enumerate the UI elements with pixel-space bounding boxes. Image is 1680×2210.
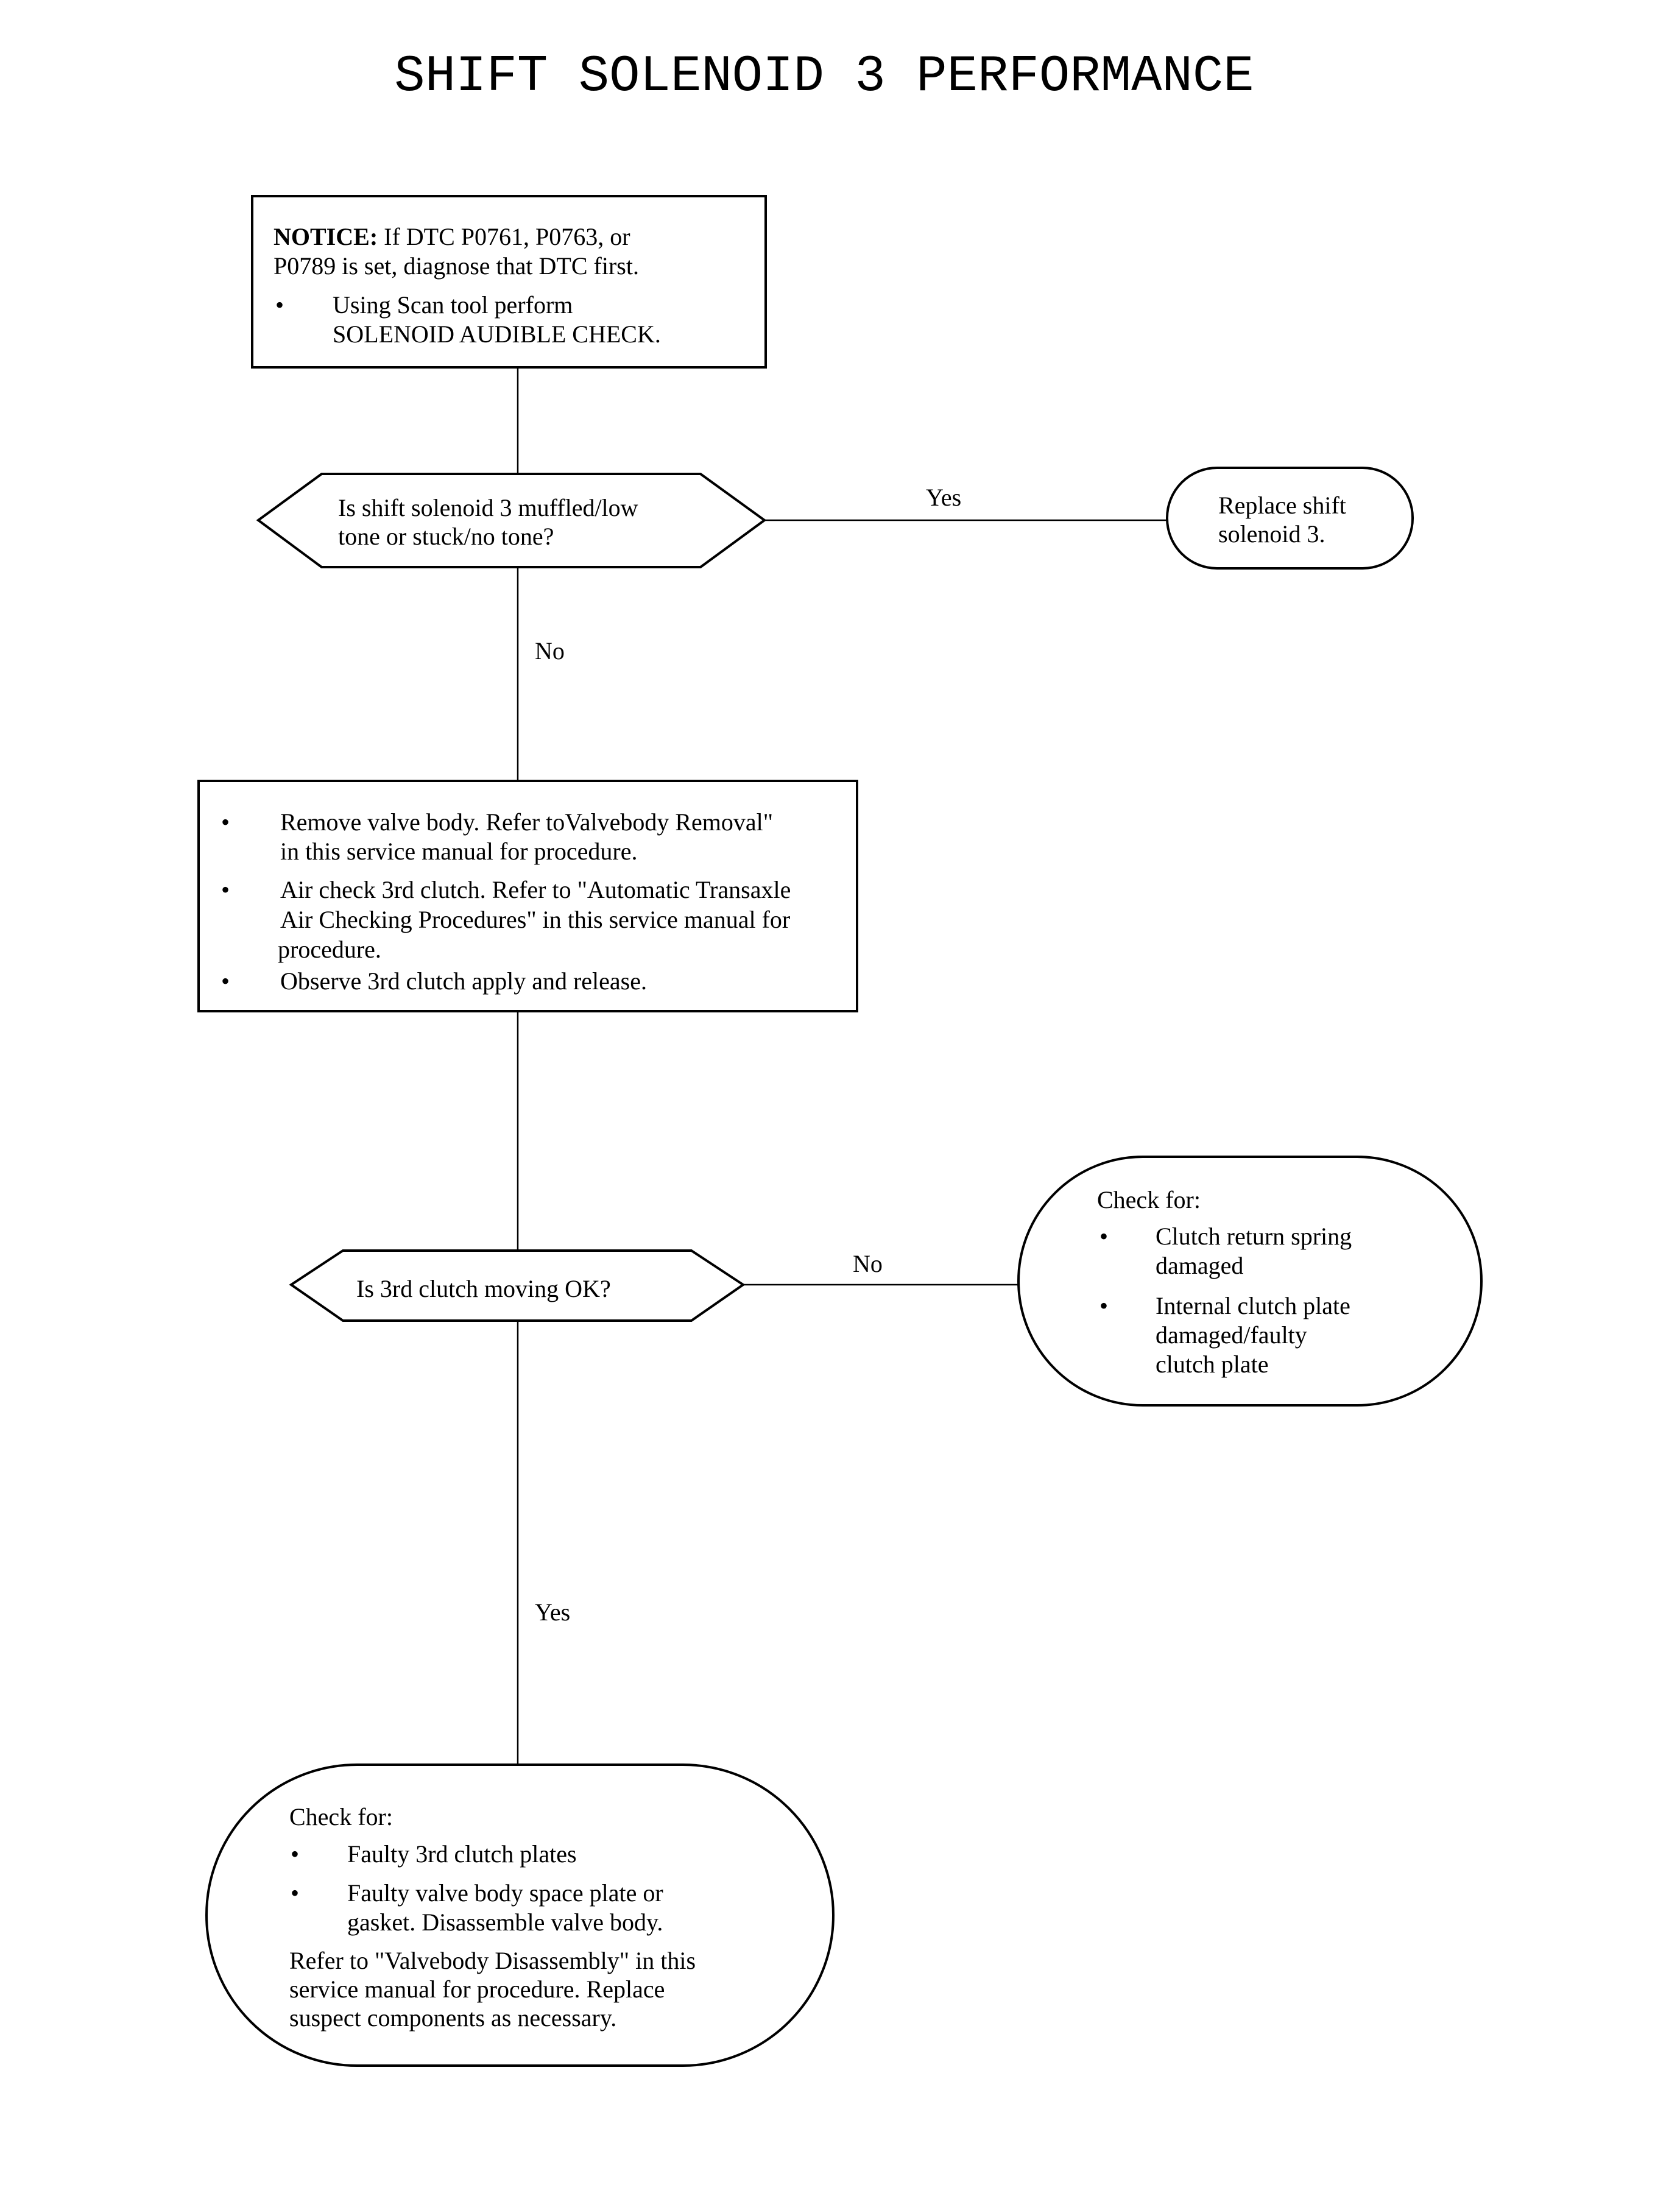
decision-clutch-moving: Is 3rd clutch moving OK? bbox=[289, 1249, 746, 1322]
clutch-item1-line1: Clutch return spring bbox=[1156, 1223, 1352, 1250]
notice-label: NOTICE: bbox=[274, 223, 378, 250]
final-note-line1: Refer to "Valvebody Disassembly" in this bbox=[289, 1947, 696, 1974]
decision2-no-label: No bbox=[853, 1250, 883, 1277]
final-bullet-2: • bbox=[291, 1879, 299, 1907]
procedure-item1-line1: Remove valve body. Refer toValvebody Rem… bbox=[280, 808, 773, 836]
terminal-replace-solenoid: Replace shift solenoid 3. bbox=[1166, 467, 1414, 570]
clutch-bullet-2: • bbox=[1099, 1292, 1108, 1319]
procedure-item1-line2: in this service manual for procedure. bbox=[280, 838, 637, 865]
notice-text-line2: P0789 is set, diagnose that DTC first. bbox=[274, 252, 639, 280]
notice-step-line1: Using Scan tool perform bbox=[333, 291, 573, 319]
replace-text-line1: Replace shift bbox=[1218, 492, 1346, 519]
notice-box: NOTICE: If DTC P0761, P0763, or P0789 is… bbox=[251, 195, 767, 369]
clutch-item1-line2: damaged bbox=[1156, 1252, 1243, 1279]
final-item2-line1: Faulty valve body space plate or bbox=[347, 1879, 663, 1907]
clutch-check-heading: Check for: bbox=[1097, 1186, 1201, 1213]
notice-bullet: • bbox=[275, 291, 284, 319]
clutch-item2-line1: Internal clutch plate bbox=[1156, 1292, 1350, 1319]
decision2-text-line1: Is 3rd clutch moving OK? bbox=[356, 1275, 611, 1302]
terminal-final-check: Check for: • Faulty 3rd clutch plates • … bbox=[205, 1763, 835, 2067]
procedure-item2-line1: Air check 3rd clutch. Refer to "Automati… bbox=[280, 876, 791, 903]
procedure-item2-line3: procedure. bbox=[278, 936, 381, 963]
procedure-bullet-1: • bbox=[221, 808, 230, 836]
decision2-yes-label: Yes bbox=[535, 1598, 570, 1626]
clutch-item2-line2: damaged/faulty bbox=[1156, 1321, 1307, 1349]
procedure-bullet-2: • bbox=[221, 876, 230, 903]
decision1-yes-label: Yes bbox=[926, 484, 961, 511]
final-item1-line1: Faulty 3rd clutch plates bbox=[347, 1840, 577, 1868]
final-note-line3: suspect components as necessary. bbox=[289, 2004, 616, 2032]
procedure-bullet-3: • bbox=[221, 967, 230, 995]
final-item2-line2: gasket. Disassemble valve body. bbox=[347, 1908, 663, 1936]
final-bullet-1: • bbox=[291, 1840, 299, 1868]
decision1-no-label: No bbox=[535, 637, 565, 665]
final-check-heading: Check for: bbox=[289, 1803, 393, 1830]
clutch-bullet-1: • bbox=[1099, 1223, 1108, 1250]
notice-text-line1: If DTC P0761, P0763, or bbox=[378, 223, 630, 250]
procedure-item3-line1: Observe 3rd clutch apply and release. bbox=[280, 967, 647, 995]
final-note-line2: service manual for procedure. Replace bbox=[289, 1975, 665, 2003]
terminal-check-clutch: Check for: • Clutch return spring damage… bbox=[1017, 1156, 1483, 1407]
procedure-item2-line2: Air Checking Procedures" in this service… bbox=[280, 906, 790, 933]
procedure-box: • Remove valve body. Refer toValvebody R… bbox=[197, 780, 858, 1012]
svg-text:NOTICE: If DTC P0761, P0763, o: NOTICE: If DTC P0761, P0763, or bbox=[274, 223, 630, 250]
page-title: SHIFT SOLENOID 3 PERFORMANCE bbox=[394, 48, 1254, 106]
decision1-text-line2: tone or stuck/no tone? bbox=[338, 523, 554, 550]
notice-step-line2: SOLENOID AUDIBLE CHECK. bbox=[333, 320, 661, 348]
decision1-text-line1: Is shift solenoid 3 muffled/low bbox=[338, 494, 638, 521]
replace-text-line2: solenoid 3. bbox=[1218, 520, 1325, 548]
decision-solenoid-tone: Is shift solenoid 3 muffled/low tone or … bbox=[256, 473, 767, 568]
clutch-item2-line3: clutch plate bbox=[1156, 1350, 1268, 1378]
